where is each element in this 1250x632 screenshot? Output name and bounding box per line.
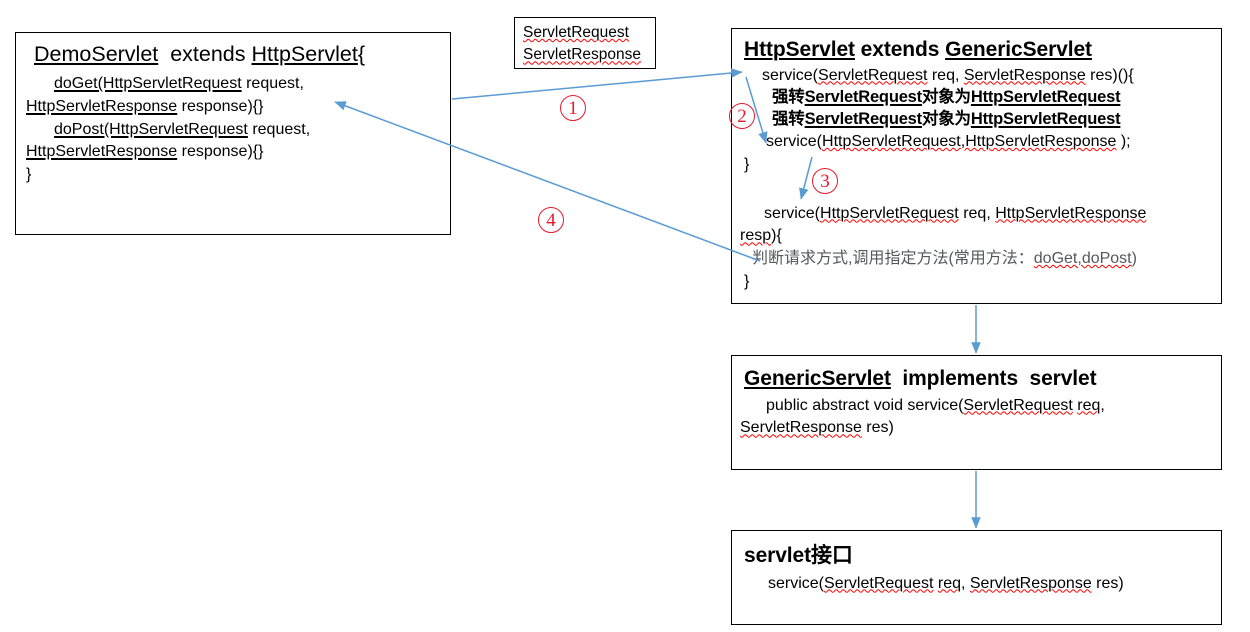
http-servlet-cast-line-1: 强转ServletRequest对象为HttpServletRequest — [772, 88, 1121, 107]
demo-servlet-box[interactable]: DemoServlet extends HttpServlet{ doGet(H… — [15, 32, 451, 235]
marker-4: 4 — [538, 207, 564, 233]
demo-servlet-title: DemoServlet extends HttpServlet{ — [34, 42, 366, 66]
http-servlet-line-chinese-desc: 判断请求方式,调用指定方法(常用方法：doGet,doPost) — [752, 250, 1137, 268]
generic-servlet-title: GenericServlet implements servlet — [744, 367, 1097, 390]
demo-servlet-close-brace: } — [26, 166, 32, 184]
http-servlet-line-overload-b: resp){ — [740, 227, 782, 245]
generic-servlet-box[interactable]: GenericServlet implements servlet public… — [731, 355, 1222, 470]
http-servlet-close-brace-2: } — [744, 272, 750, 290]
demo-servlet-superclass: HttpServlet — [251, 42, 358, 66]
connector-demo-to-httpservlet — [451, 68, 743, 100]
http-servlet-line-call: service(HttpServletRequest,HttpServletRe… — [766, 133, 1131, 151]
servlet-io-box[interactable]: ServletRequest ServletResponse — [514, 17, 656, 69]
marker-1: 1 — [560, 95, 586, 121]
servlet-interface-title: servlet接口 — [744, 544, 853, 567]
generic-servlet-line-a: public abstract void service(ServletRequ… — [766, 396, 1105, 414]
servlet-interface-box[interactable]: servlet接口 service(ServletRequest req, Se… — [731, 530, 1222, 625]
generic-servlet-line-b: ServletResponse res) — [740, 419, 894, 437]
http-servlet-title: HttpServlet extends GenericServlet — [744, 38, 1092, 61]
http-servlet-box[interactable]: HttpServlet extends GenericServlet servi… — [731, 28, 1222, 304]
demo-servlet-line-doget-cont: HttpServletResponse response){} — [26, 97, 264, 115]
marker-3: 3 — [812, 168, 838, 194]
servlet-interface-line-a: service(ServletRequest req, ServletRespo… — [768, 574, 1124, 592]
http-servlet-line-overload-a: service(HttpServletRequest req, HttpServ… — [764, 204, 1147, 222]
http-servlet-line-signature: service(ServletRequest req, ServletRespo… — [762, 66, 1134, 84]
demo-servlet-line-dopost-cont: HttpServletResponse response){} — [26, 143, 264, 161]
servlet-io-line-response: ServletResponse — [523, 46, 642, 64]
servlet-io-line-request: ServletRequest — [523, 24, 629, 41]
demo-servlet-line-dopost: doPost(HttpServletRequest request, — [54, 120, 311, 138]
demo-servlet-line-doget: doGet(HttpServletRequest request, — [54, 75, 304, 93]
marker-2: 2 — [729, 103, 755, 129]
demo-servlet-classname: DemoServlet — [34, 42, 159, 66]
http-servlet-cast-line-2: 强转ServletRequest对象为HttpServletRequest — [772, 109, 1121, 128]
